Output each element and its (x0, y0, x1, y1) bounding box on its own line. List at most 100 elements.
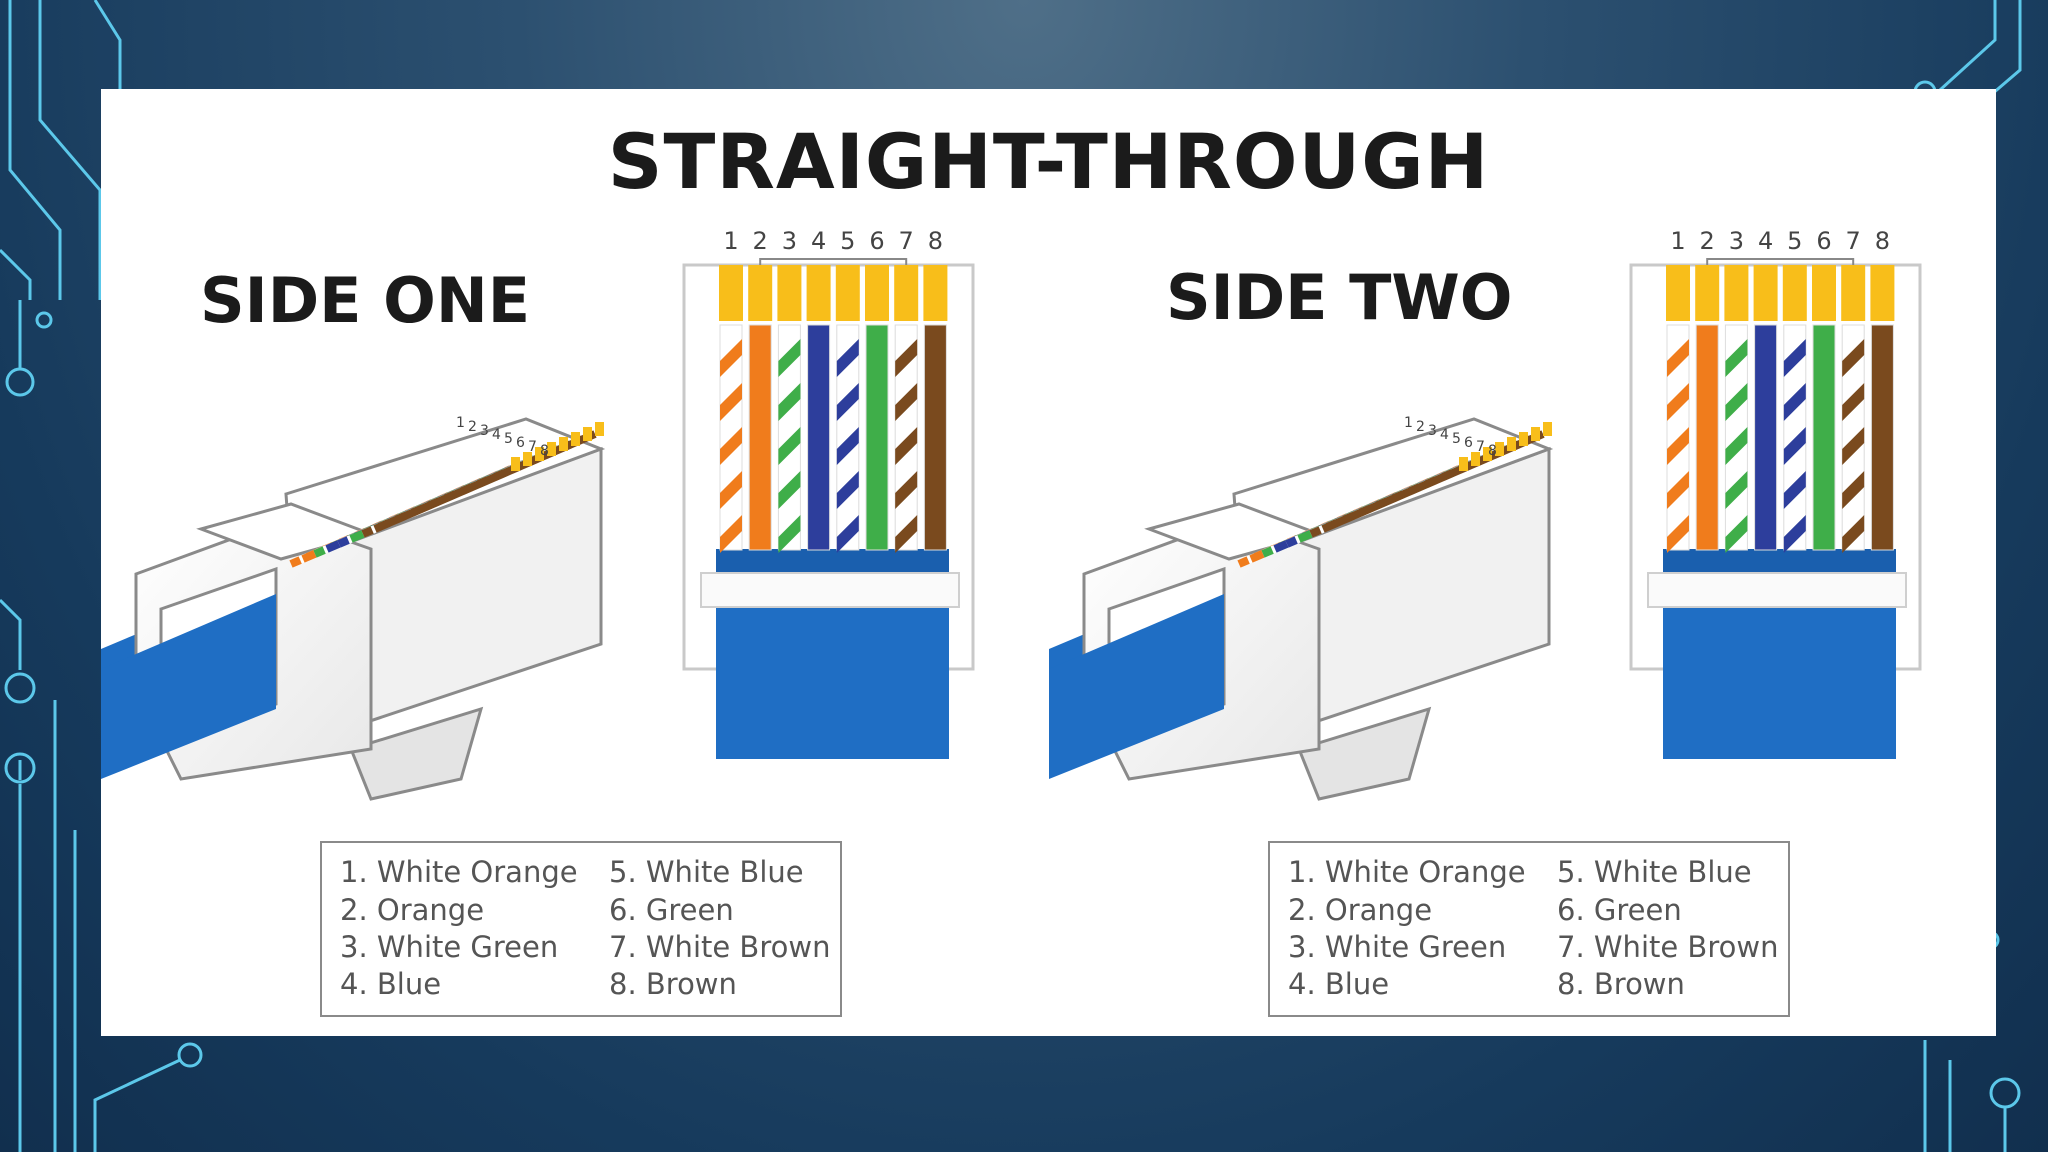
pin-bracket (759, 258, 908, 265)
plug-pin-number: 5 (504, 431, 513, 447)
wire-stripe (720, 339, 742, 377)
wire-stripe (895, 471, 918, 509)
wire-8 (1870, 265, 1895, 551)
plug-pin-number: 4 (1440, 427, 1449, 443)
wire-stripe (1667, 383, 1689, 421)
wire-stripe (895, 339, 918, 377)
wire-stripe (1842, 427, 1865, 465)
wire-stripe (1667, 339, 1689, 377)
legend-item: 6. Green (609, 893, 734, 927)
plug-pin-number: 8 (540, 443, 549, 459)
plug-pin-number: 1 (1404, 415, 1413, 431)
plug-gold-tip (1531, 427, 1540, 441)
plug-gold-tip (523, 452, 532, 466)
plug-gold-tip (1471, 452, 1480, 466)
plug-pin-number: 6 (516, 435, 525, 451)
plug-gold-tip (559, 437, 568, 451)
wire-insulation (1754, 324, 1778, 551)
pin-number: 8 (1875, 227, 1890, 255)
wire-insulation (1695, 324, 1719, 551)
plug-gold-tip (547, 442, 556, 456)
wire-stripe (1667, 427, 1689, 465)
legend-item: 1. White Orange (1288, 855, 1526, 889)
plug-pin-number: 6 (1464, 435, 1473, 451)
gold-contact (923, 265, 948, 321)
plug-gold-tip (1507, 437, 1516, 451)
wire-stripe (1725, 515, 1748, 553)
plug-pin-number: 1 (456, 415, 465, 431)
wire-3 (777, 265, 802, 553)
wire-7 (894, 265, 919, 553)
pin-number: 8 (928, 227, 943, 255)
plug-gold-tip (1483, 447, 1492, 461)
plug-gold-tip (1519, 432, 1528, 446)
wire-stripe (778, 339, 801, 377)
plug-gold-tip (595, 422, 604, 436)
pin-number: 6 (1816, 227, 1831, 255)
gold-contact (865, 265, 889, 321)
wire-5 (835, 265, 860, 553)
plug-pin-number: 8 (1488, 443, 1497, 459)
wire-stripe (836, 383, 859, 421)
wire-stripe (1725, 383, 1748, 421)
wire-stripe (895, 427, 918, 465)
legend-item: 7. White Brown (1557, 930, 1779, 964)
pin-number: 3 (1729, 227, 1744, 255)
wire-insulation (923, 324, 947, 551)
wire-stripe (895, 383, 918, 421)
plug-pin-number: 7 (528, 439, 537, 455)
plug-pin-number: 2 (468, 419, 477, 435)
pin-number: 3 (782, 227, 797, 255)
wire-insulation (865, 324, 889, 551)
wire-5 (1782, 265, 1807, 553)
plug-gold-tip (571, 432, 580, 446)
gold-contact (1841, 265, 1866, 321)
plug-latch (1297, 706, 1432, 801)
wire-6 (865, 265, 889, 551)
pin-number: 2 (1700, 227, 1715, 255)
wire-stripe (895, 515, 918, 553)
gold-contact (835, 265, 860, 321)
wire-stripe (778, 515, 801, 553)
legend-item: 5. White Blue (609, 855, 804, 889)
pin-number: 1 (1670, 227, 1685, 255)
gold-contact (1695, 265, 1720, 321)
gold-contact (719, 265, 743, 321)
plug-pin-number: 3 (480, 423, 489, 439)
pin-number: 5 (1787, 227, 1802, 255)
gold-contact (806, 265, 831, 321)
pin-number: 4 (1758, 227, 1773, 255)
wire-insulation (1812, 324, 1836, 551)
pin-number: 7 (1846, 227, 1861, 255)
plug-latch (349, 706, 484, 801)
plug-gold-tip (1543, 422, 1552, 436)
wire-stripe (836, 471, 859, 509)
plug-gold-tip (511, 457, 520, 471)
gold-contact (1812, 265, 1836, 321)
wire-1 (719, 265, 743, 553)
legend-item: 3. White Green (1288, 930, 1507, 964)
wire-4 (806, 265, 831, 551)
wire-insulation (748, 324, 772, 551)
diagram-title: STRAIGHT-THROUGH (607, 117, 1490, 206)
wire-stripe (1725, 427, 1748, 465)
plug-gold-tip (583, 427, 592, 441)
wire-stripe (1842, 339, 1865, 377)
gold-contact (1782, 265, 1807, 321)
wire-insulation (1870, 324, 1894, 551)
wire-stripe (778, 383, 801, 421)
plug-gold-tip (1459, 457, 1468, 471)
plug-pin-number: 2 (1416, 419, 1425, 435)
wire-6 (1812, 265, 1836, 551)
plug-pin-number: 4 (492, 427, 501, 443)
gold-contact (748, 265, 773, 321)
wire-7 (1841, 265, 1866, 553)
wire-stripe (720, 427, 742, 465)
wire-stripe (836, 427, 859, 465)
gold-contact (894, 265, 919, 321)
plug-pin-number: 5 (1452, 431, 1461, 447)
wire-stripe (720, 383, 742, 421)
